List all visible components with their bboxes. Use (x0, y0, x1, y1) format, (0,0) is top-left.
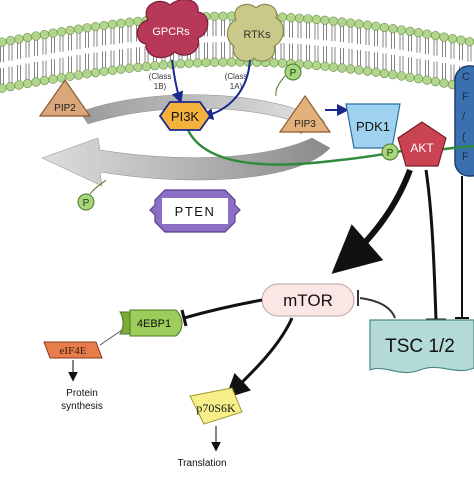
class-1a-label-b: 1A) (230, 82, 243, 91)
pi3k-label: PI3K (171, 109, 200, 124)
class-1b-label-b: 1B) (154, 82, 167, 91)
translation-label: Translation (177, 458, 226, 469)
pi3k-node[interactable]: PI3K (158, 101, 212, 131)
akt-node[interactable]: AKT (397, 121, 447, 167)
pdk1-label: PDK1 (356, 119, 390, 134)
svg-text:F: F (462, 151, 469, 163)
eif4e-label: eIF4E (60, 345, 87, 357)
p70s6k-label: p70S6K (196, 401, 236, 415)
pip2-label: PIP2 (54, 103, 76, 114)
pip3-node[interactable]: PIP3 (278, 94, 332, 133)
4ebp1-node[interactable]: 4EBP1 (119, 309, 183, 337)
svg-text:C: C (462, 71, 470, 83)
svg-text:(: ( (462, 131, 466, 143)
pten-node[interactable]: PTEN (149, 189, 241, 233)
mtor-inhibits-4ebp1-tbar (180, 309, 188, 327)
rtks-node[interactable]: RTKs (226, 3, 284, 62)
tsc-inhibits-mtor-line (359, 297, 396, 319)
akt-label: AKT (410, 141, 434, 155)
class-1b-label: (Class (149, 72, 172, 81)
cycle-arrow-bottom (41, 137, 331, 187)
svg-text:F: F (462, 91, 469, 103)
phosphate-badge-icon: P (275, 63, 302, 97)
mtor-node[interactable]: mTOR (261, 283, 355, 317)
mtor-to-p70s6k-arrow (225, 317, 294, 399)
tsc-node[interactable]: TSC 1/2 (369, 319, 474, 374)
gpcr-to-pi3k-arrow (171, 59, 184, 104)
mtor-inhibits-4ebp1-line (183, 298, 263, 320)
eif4e-node[interactable]: eIF4E (43, 341, 103, 359)
4ebp1-label: 4EBP1 (137, 318, 171, 330)
cycle-arrow-top (79, 94, 326, 135)
phosphate-badge-icon: P (77, 179, 107, 211)
pip2-node[interactable]: PIP2 (38, 78, 92, 117)
svg-text:/: / (462, 111, 466, 123)
svg-text:P: P (290, 68, 297, 79)
svg-text:P: P (387, 148, 394, 159)
tsc-label: TSC 1/2 (385, 336, 455, 357)
pdk1-node[interactable]: PDK1 (345, 103, 401, 149)
akt-inhibits-tsc-line (424, 169, 438, 321)
rtks-label: RTKs (243, 29, 271, 41)
pten-label: PTEN (175, 204, 216, 219)
eif4e-to-4ebp1-link (99, 329, 123, 346)
right-membrane-protein: C F / ( F (454, 65, 474, 177)
protein-synthesis-label-2: synthesis (61, 401, 103, 412)
akt-to-mtor-arrow (331, 168, 413, 274)
class-1a-label: (Class (225, 72, 248, 81)
protein-synthesis-label: Protein (66, 388, 98, 399)
gpcrs-label: GPCRs (152, 26, 190, 38)
pip3-label: PIP3 (294, 119, 316, 130)
gpcrs-node[interactable]: GPCRs (136, 0, 209, 59)
p70s6k-node[interactable]: p70S6K (189, 387, 243, 425)
mtor-label: mTOR (283, 291, 333, 310)
svg-text:P: P (83, 198, 90, 209)
phosphate-badge-icon: P (381, 143, 399, 161)
rtk-to-pi3k-arrow (201, 59, 251, 120)
